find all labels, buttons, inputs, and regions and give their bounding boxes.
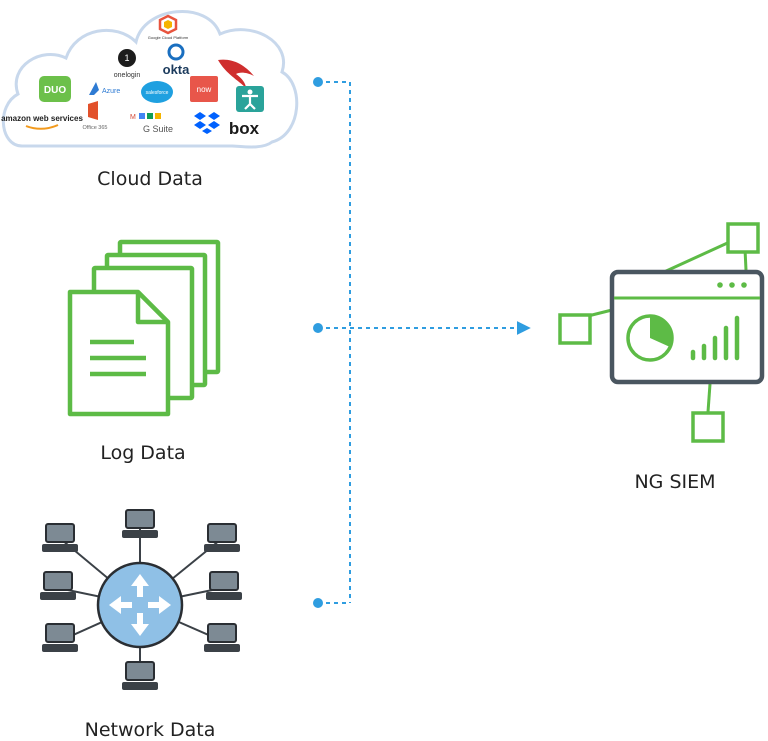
computer-icon bbox=[205, 571, 243, 601]
gsuite-logo: M G Suite bbox=[130, 113, 173, 134]
cloud-data-source: Google Cloud Platform 1 onelogin okta DU… bbox=[1, 10, 299, 190]
siem-node-top bbox=[726, 222, 760, 254]
aws-label: amazon web services bbox=[1, 114, 83, 123]
now-logo: now bbox=[190, 76, 218, 102]
ng-siem-label: NG SIEM bbox=[634, 471, 715, 493]
computer-icon bbox=[203, 623, 241, 653]
computer-icon bbox=[121, 661, 159, 691]
log-data-source bbox=[67, 239, 221, 417]
office365-label: Office 365 bbox=[83, 125, 108, 131]
box-logo: box bbox=[229, 119, 260, 138]
computer-icon bbox=[121, 509, 159, 539]
computer-icon bbox=[41, 523, 79, 553]
network-data-label: Network Data bbox=[85, 719, 216, 741]
connector-lines bbox=[318, 81, 531, 604]
network-data-source bbox=[39, 509, 243, 691]
network-connector-dot bbox=[313, 598, 323, 608]
dashboard-window-icon bbox=[609, 269, 765, 385]
log-data-label: Log Data bbox=[100, 442, 185, 464]
siem-node-bottom bbox=[691, 411, 725, 443]
log-connector-dot bbox=[313, 323, 323, 333]
cloud-connector bbox=[318, 81, 351, 603]
teal-app-logo bbox=[236, 86, 264, 112]
computer-icon bbox=[41, 623, 79, 653]
azure-logo: Azure bbox=[89, 82, 120, 95]
computer-icon bbox=[39, 571, 77, 601]
aws-logo: amazon web services bbox=[1, 114, 83, 130]
cloud-shape bbox=[2, 10, 299, 149]
google-cloud-logo: Google Cloud Platform bbox=[148, 14, 189, 40]
salesforce-label: salesforce bbox=[146, 90, 169, 96]
falcon-logo bbox=[218, 59, 254, 88]
okta-label: okta bbox=[163, 62, 191, 77]
google-cloud-label: Google Cloud Platform bbox=[148, 35, 189, 40]
pie-chart-icon bbox=[626, 314, 674, 362]
router-icon bbox=[96, 561, 184, 649]
cloud-data-label: Cloud Data bbox=[97, 168, 203, 190]
svg-text:1: 1 bbox=[124, 53, 129, 63]
log-document-icon bbox=[67, 289, 171, 417]
onelogin-logo: 1 onelogin bbox=[114, 49, 141, 79]
dropbox-logo bbox=[194, 112, 220, 134]
salesforce-logo: salesforce bbox=[141, 81, 173, 103]
azure-label: Azure bbox=[102, 88, 120, 95]
cloud-connector-dot bbox=[313, 77, 323, 87]
ng-siem-target: NG SIEM bbox=[558, 222, 765, 493]
computer-icon bbox=[203, 523, 241, 553]
now-label: now bbox=[197, 85, 212, 94]
okta-logo: okta bbox=[163, 43, 191, 77]
bar-chart-icon bbox=[690, 315, 740, 361]
onelogin-label: onelogin bbox=[114, 72, 141, 79]
siem-node-left bbox=[558, 313, 592, 345]
gsuite-label: G Suite bbox=[143, 124, 173, 134]
office365-logo: Office 365 bbox=[83, 101, 108, 131]
duo-label: DUO bbox=[44, 85, 66, 96]
gsuite-mark: M bbox=[130, 114, 136, 121]
duo-logo: DUO bbox=[39, 76, 71, 102]
